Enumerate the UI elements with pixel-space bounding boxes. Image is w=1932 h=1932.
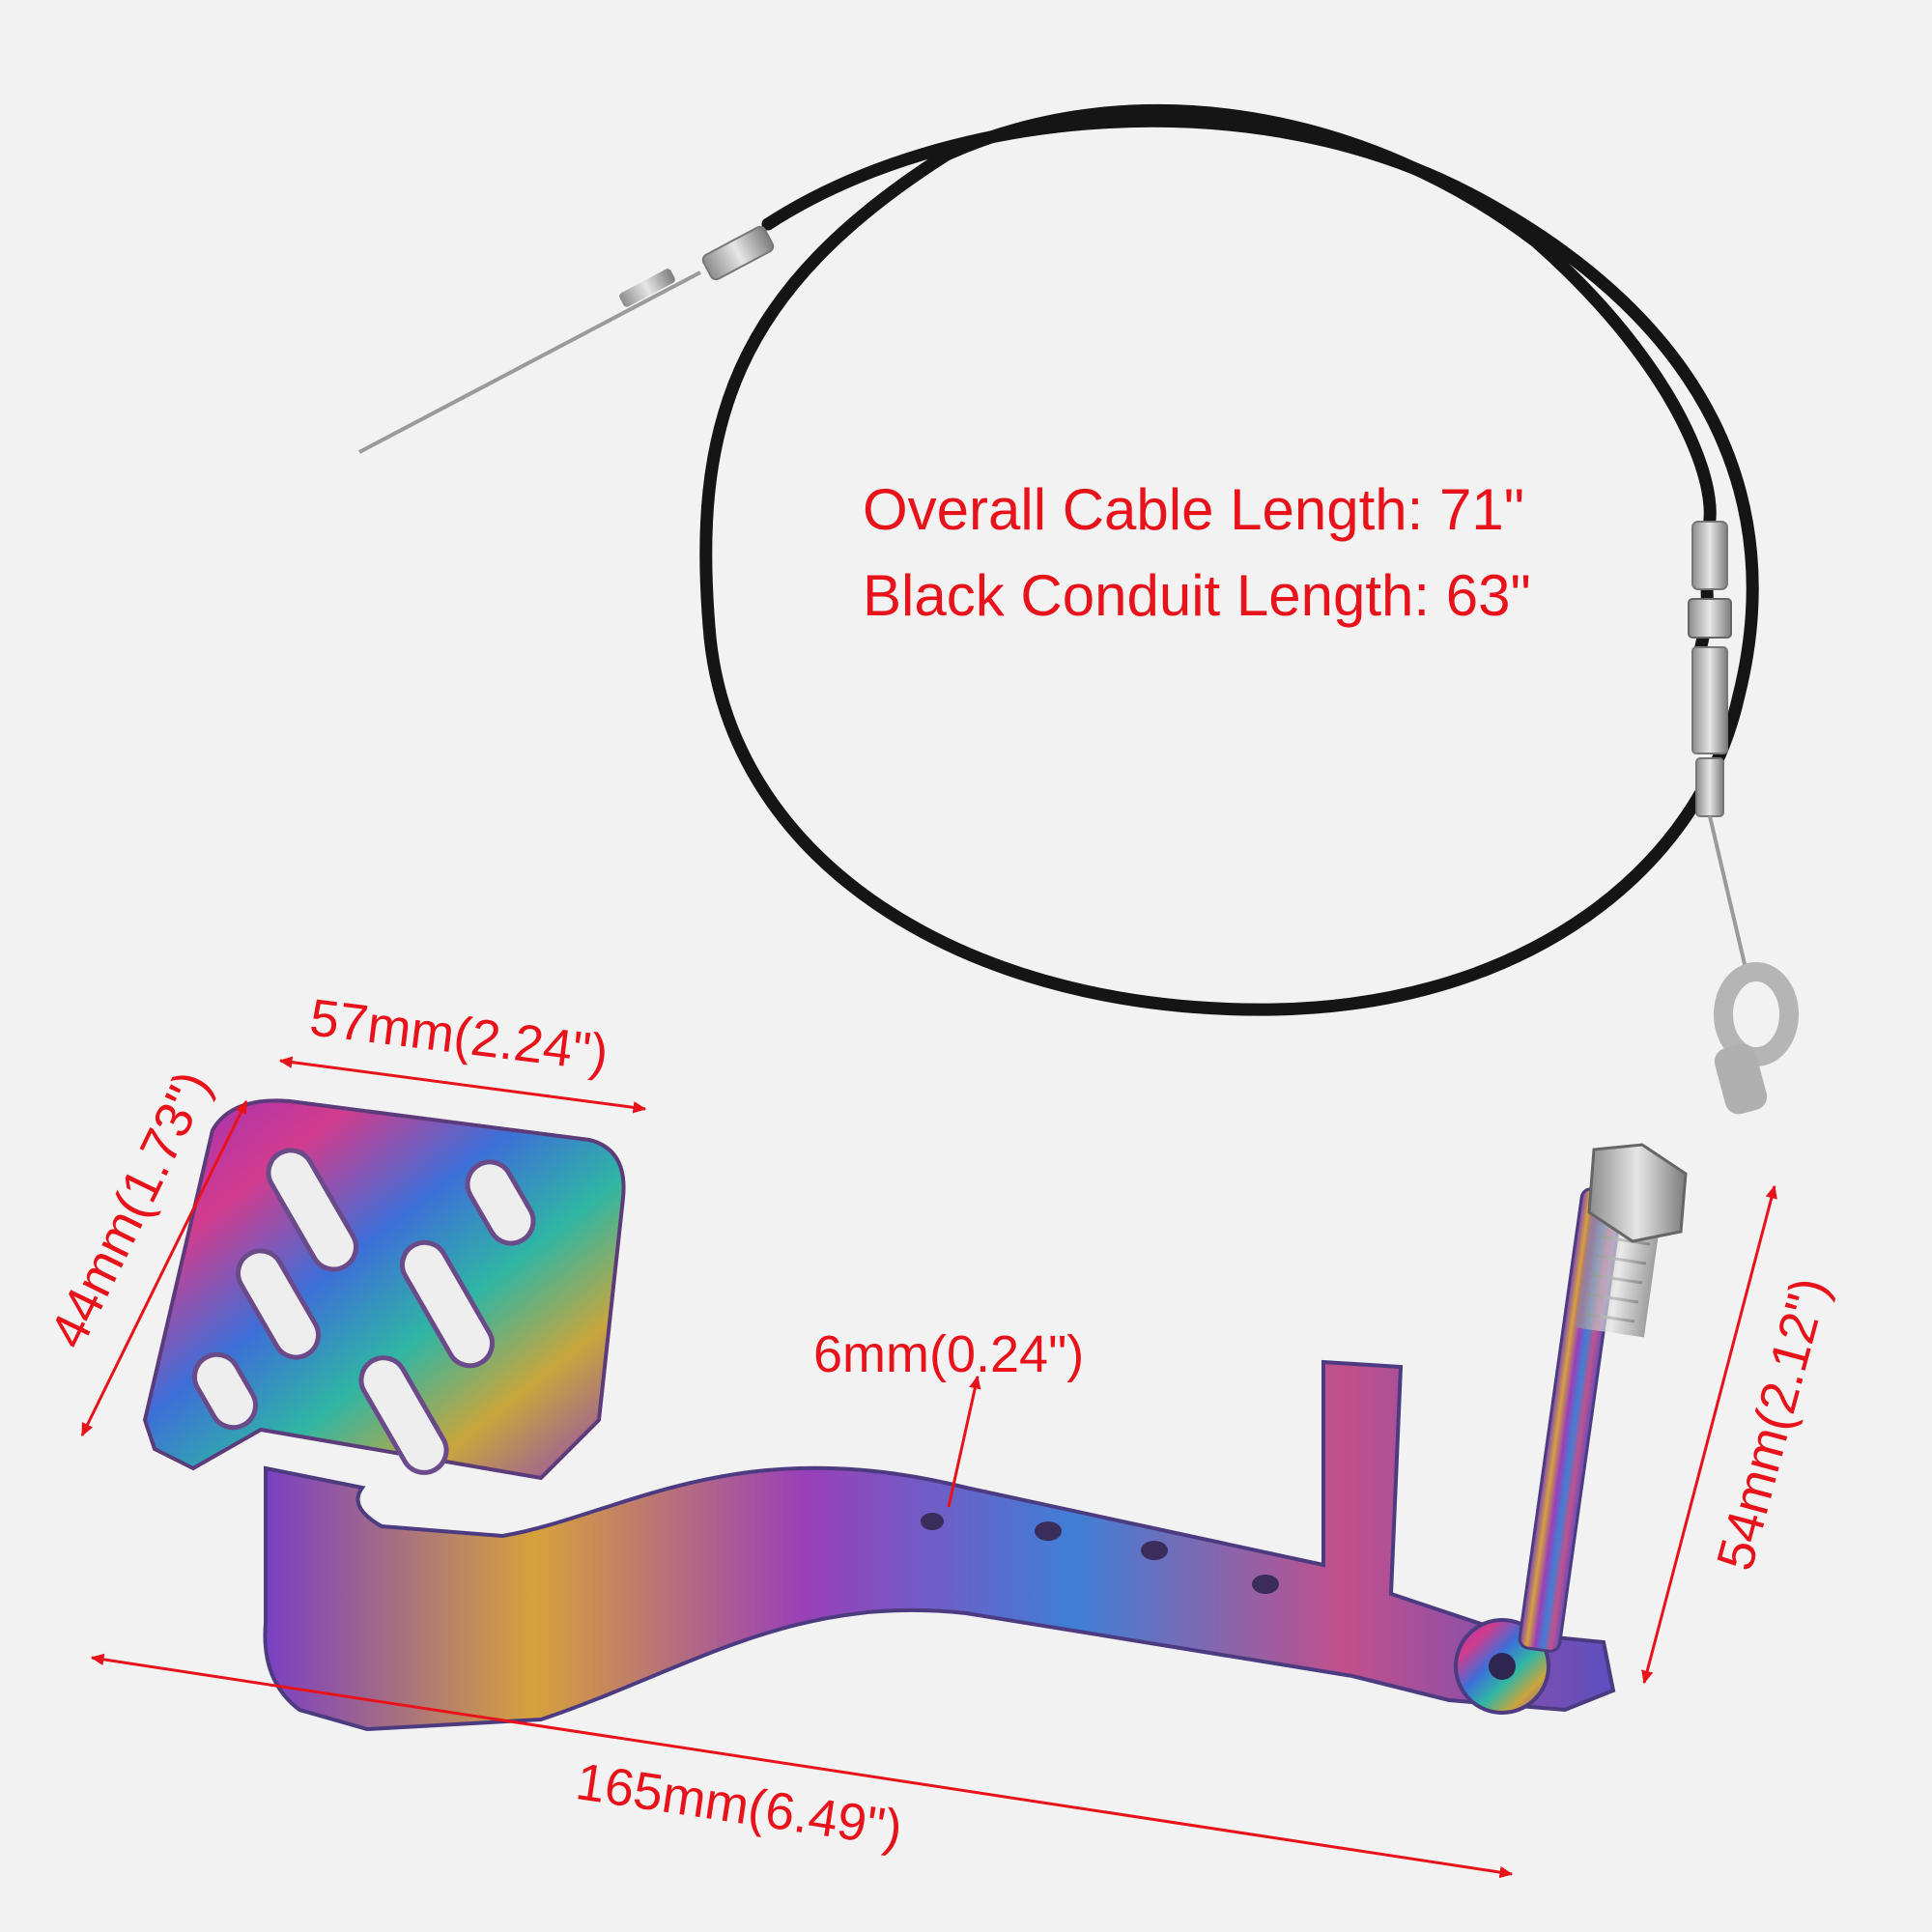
conduit-length-label: Black Conduit Length: 63" [863,563,1531,628]
pivot-bolt-socket [1489,1653,1516,1680]
dimension-lines [80,1056,1777,1879]
stop-bolt [1518,1143,1688,1653]
cable-conduit-loop-inner [940,103,1717,548]
ferrule-left [701,225,775,281]
overall-cable-length-label: Overall Cable Length: 71" [863,477,1525,542]
pad-height-arrow [80,1099,248,1437]
hole-size-arrow [947,1375,981,1508]
inner-wire-right [1708,815,1750,981]
pedal-pad-slots [192,1148,536,1475]
inner-wire-left [358,270,701,454]
hole-size-label: 6mm(0.24") [813,1325,1085,1383]
eyelet-terminal [1714,962,1799,1115]
pad-width-arrow [278,1056,647,1114]
arm-length-arrow [90,1653,1514,1879]
brake-cable [358,103,1799,1115]
ferrule-left-tip [619,269,675,307]
adjuster-right [1688,521,1732,817]
brake-pedal [142,1098,1688,1732]
pedal-arm-holes [921,1513,1279,1594]
bolt-height-arrow [1641,1184,1777,1685]
